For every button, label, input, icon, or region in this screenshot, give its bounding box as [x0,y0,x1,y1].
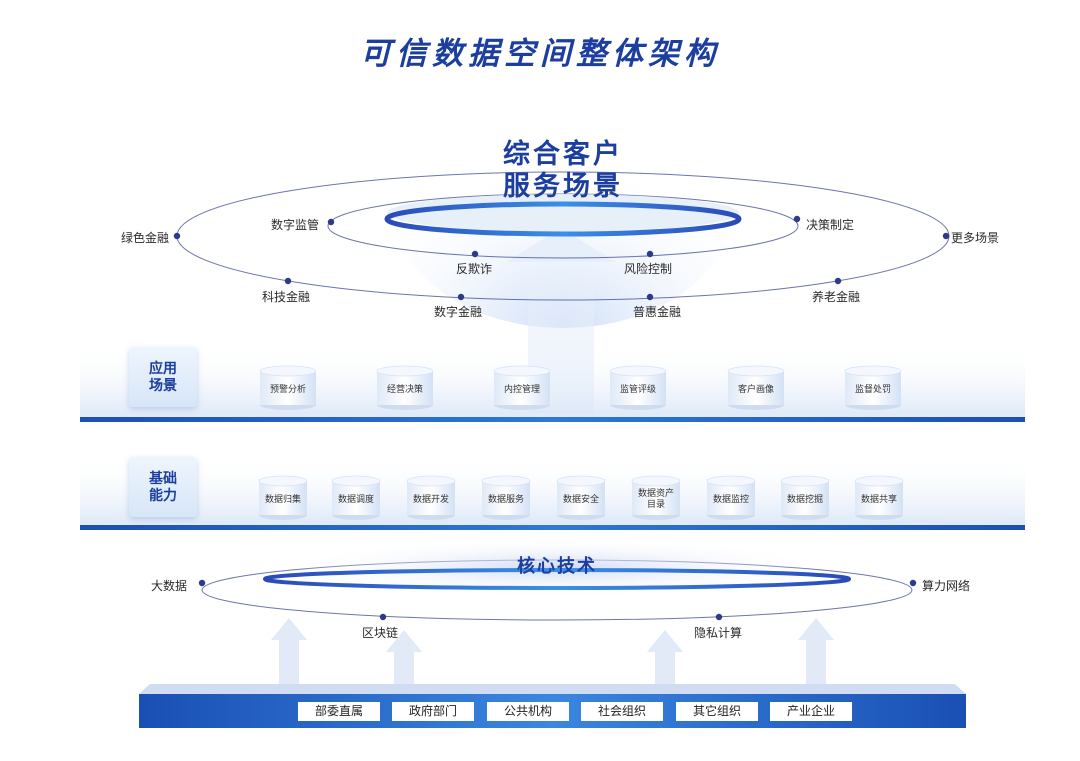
scenario-label: 科技金融 [262,290,311,304]
layer-label-text: 基础 能力 [149,470,177,503]
module-cylinder [780,475,830,520]
module-cylinder [406,475,456,520]
module-cylinder [854,475,904,520]
core-title: 核心技术 [517,556,597,576]
module-label: 经营决策 [386,383,423,394]
scenario-label: 养老金融 [812,290,861,304]
module-cylinder [556,475,606,520]
scenario-label: 绿色金融 [121,231,170,245]
scenario-node [942,232,950,240]
scenario-node [284,277,292,285]
module-cylinder [727,365,785,410]
scenario-label: 数字监管 [271,218,320,232]
up-arrow [647,630,683,688]
core-tech-label: 大数据 [151,579,188,593]
up-arrow [271,618,307,688]
layer-label-text: 应用 场景 [149,360,177,393]
source-box: 公共机构 [487,702,569,721]
module-label: 预警分析 [269,383,306,394]
module-cylinder [609,365,667,410]
scenario-label: 普惠金融 [633,305,682,319]
source-box: 社会组织 [581,702,663,721]
scenario-label: 风险控制 [624,262,673,276]
hub-title: 综合客户 服务场景 [463,138,663,202]
hub-title-line-1: 综合客户 [503,139,623,169]
module-cylinder [331,475,381,520]
scenario-node [327,218,335,226]
scenario-node [173,232,181,240]
diagram-title: 可信数据空间整体架构 [360,36,720,71]
source-box: 其它组织 [676,702,758,721]
core-disc [263,568,851,590]
module-cylinder [493,365,551,410]
scenario-label: 数字金融 [434,305,483,319]
layer-label-app: 应用 场景 [129,347,197,407]
core-tech-label: 算力网络 [922,579,971,593]
hub-disc-rim [384,201,742,237]
scenario-node [793,215,801,223]
core-tech-label: 区块链 [362,626,399,640]
source-box: 部委直属 [298,702,380,721]
module-label: 数据共享 [860,493,897,504]
module-label: 数据挖掘 [786,493,823,504]
module-label: 监管评级 [619,383,656,394]
scenario-node [457,293,465,301]
core-node [198,579,206,587]
module-label: 数据服务 [487,493,524,504]
module-cylinder [376,365,434,410]
module-cylinder [258,475,308,520]
layer-label-base: 基础 能力 [129,457,197,517]
module-label: 数据开发 [412,493,449,504]
module-label: 内控管理 [503,383,540,394]
scenario-node [471,250,479,258]
up-arrow [386,630,422,688]
scenario-label: 决策制定 [806,218,855,232]
hub-title-line-2: 服务场景 [503,171,623,201]
scenario-label: 更多场景 [951,231,1000,245]
module-label: 数据安全 [562,493,599,504]
up-arrow [798,618,834,688]
module-label: 客户画像 [737,383,774,394]
core-node [715,613,723,621]
module-label: 数据监控 [712,493,749,504]
source-bar-top [139,684,966,694]
core-tech-label: 隐私计算 [694,626,743,640]
module-label: 数据归集 [264,493,301,504]
core-node [379,613,387,621]
scenario-node [646,250,654,258]
module-cylinder [631,475,681,520]
source-up-arrows [271,618,834,688]
module-cylinder [844,365,902,410]
scenario-label: 反欺诈 [456,262,493,276]
scenario-node [646,293,654,301]
source-box: 产业企业 [770,702,852,721]
core-node [909,579,917,587]
module-cylinder [481,475,531,520]
module-label: 数据资产 目录 [637,488,674,509]
module-label: 数据调度 [337,493,374,504]
module-cylinder [706,475,756,520]
source-box: 政府部门 [392,702,474,721]
scenario-node [834,277,842,285]
module-cylinder [259,365,317,410]
module-label: 监督处罚 [854,383,891,394]
